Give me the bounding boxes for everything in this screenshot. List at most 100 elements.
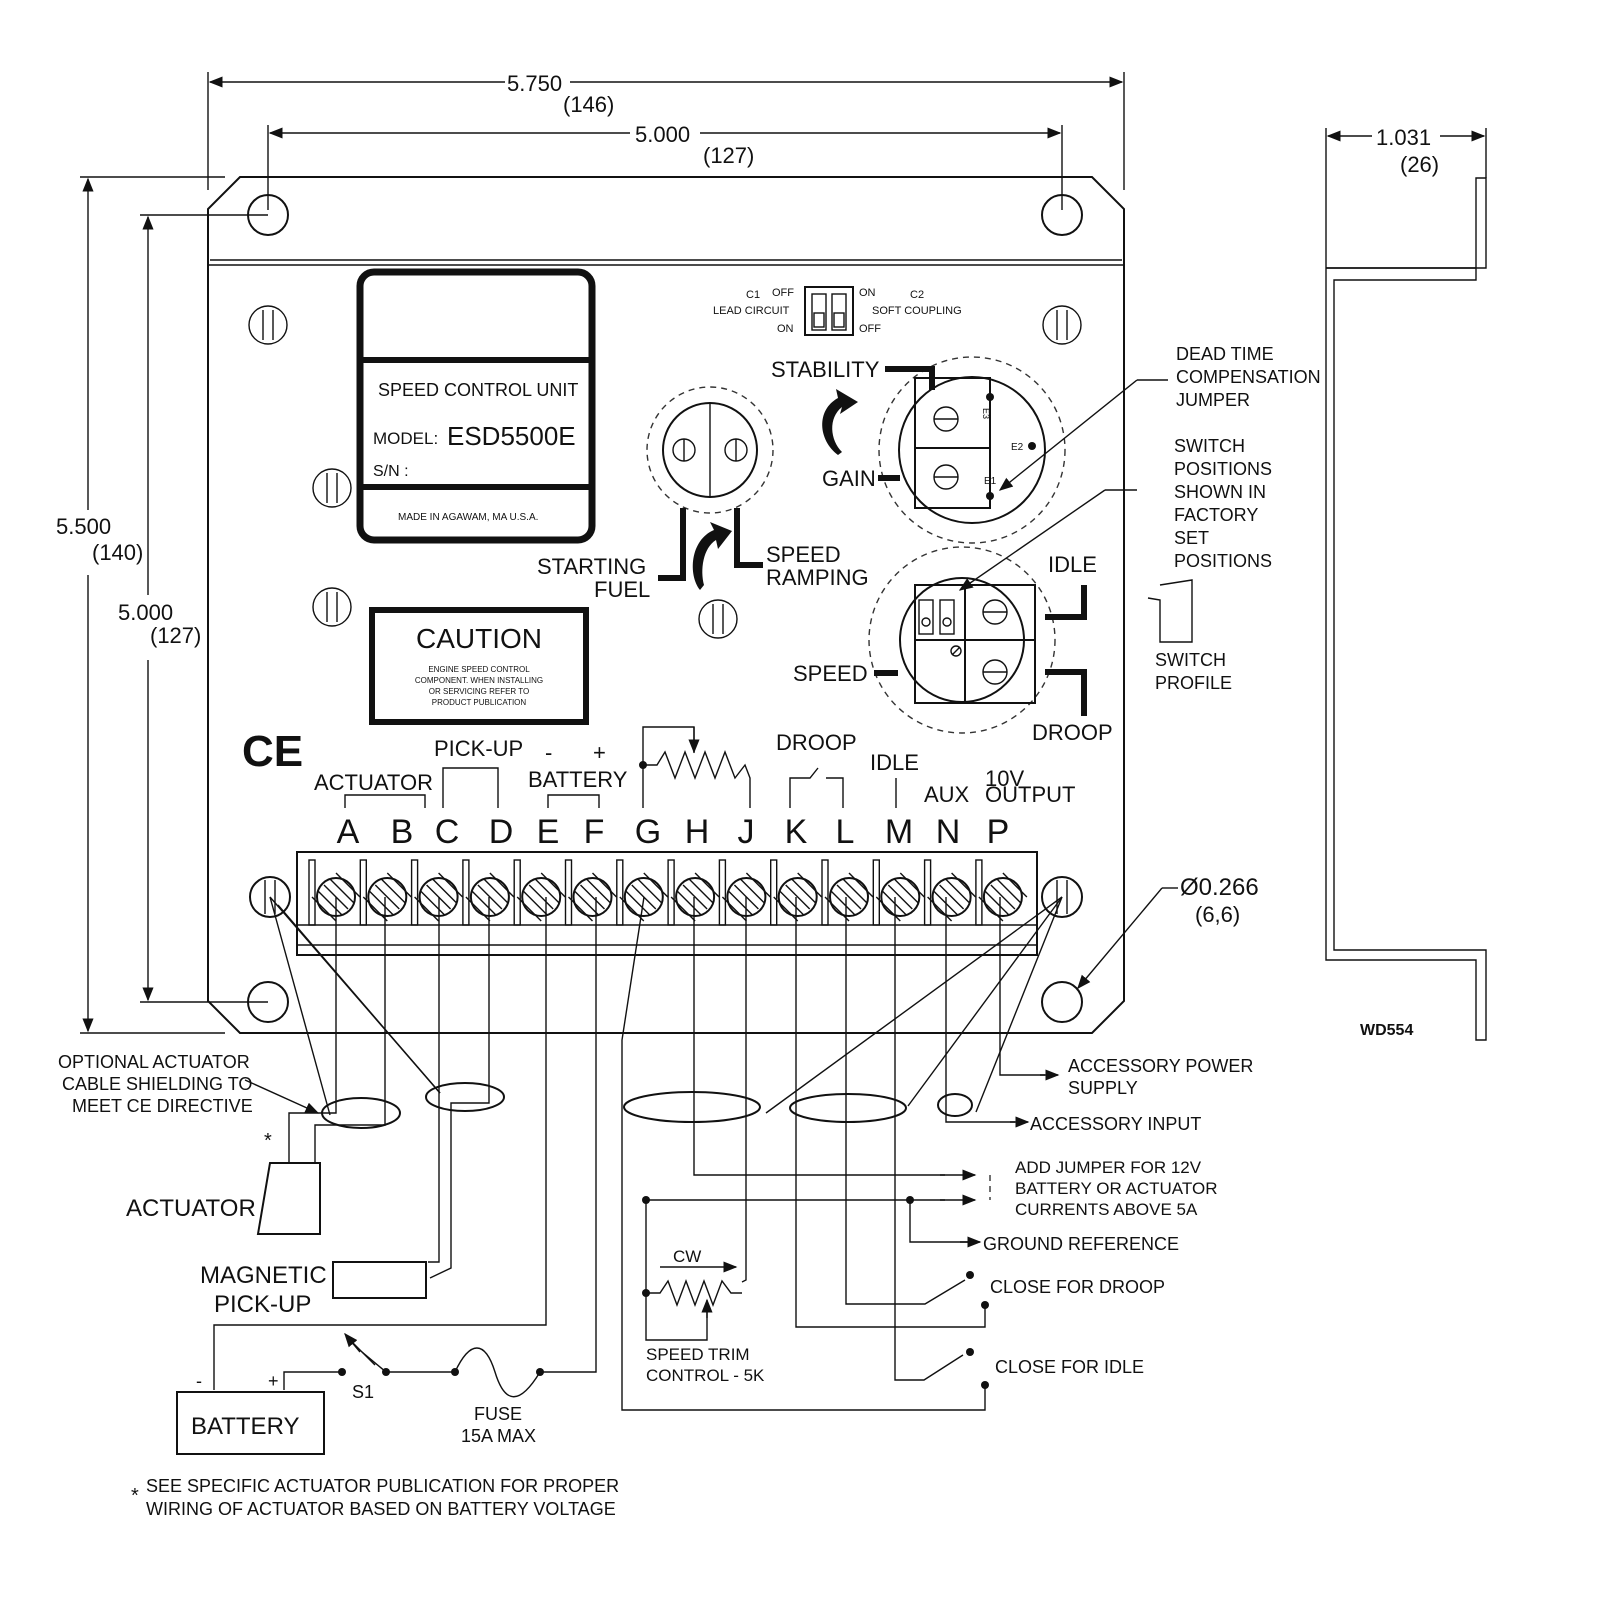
terminal-screw-hatch xyxy=(830,890,856,916)
footnote: WIRING OF ACTUATOR BASED ON BATTERY VOLT… xyxy=(146,1499,616,1519)
switch-profile-icon xyxy=(1147,579,1193,643)
dim-depth: 1.031 xyxy=(1376,125,1431,150)
terminal-screw-hatch xyxy=(899,872,925,898)
close-idle-label: CLOSE FOR IDLE xyxy=(995,1357,1144,1377)
terminal-label: H xyxy=(685,813,710,851)
terminal-label: C xyxy=(435,813,460,851)
actuator-star: * xyxy=(264,1130,272,1152)
hole-dia-mm: (6,6) xyxy=(1195,902,1240,927)
terminal-screw-icon xyxy=(623,877,664,917)
callout-dead-time: COMPENSATION xyxy=(1176,367,1321,387)
terminal-label: A xyxy=(337,813,360,851)
dim-overall-width: 5.750 xyxy=(507,71,562,96)
wiring xyxy=(213,896,1063,1411)
terminal-screw-hatch xyxy=(438,872,464,898)
droop-pot-label: DROOP xyxy=(1032,720,1113,745)
s1-label: S1 xyxy=(352,1382,374,1402)
terminal-screw-hatch xyxy=(522,890,548,916)
terminal-screw-hatch xyxy=(586,878,611,904)
terminal-screw-icon xyxy=(829,877,869,917)
terminal-separator xyxy=(872,859,880,926)
terminal-label: B xyxy=(391,813,414,851)
terminal-screw-hatch xyxy=(990,884,1016,910)
terminal-screw-hatch xyxy=(945,878,971,904)
terminal-screw-hatch xyxy=(1002,872,1028,898)
actuator-icon xyxy=(256,1162,321,1235)
battery-minus: - xyxy=(196,1371,202,1391)
callout-dead-time: DEAD TIME xyxy=(1176,344,1274,364)
rivet-icon xyxy=(248,305,1082,639)
terminal-screw-hatch xyxy=(727,890,753,916)
terminal-screw-hatch xyxy=(978,896,1004,922)
terminal-screw-icon xyxy=(469,877,510,917)
speed-ramping-label: SPEED xyxy=(766,542,841,567)
e2-label: E2 xyxy=(1011,442,1024,453)
terminal-label: L xyxy=(836,813,855,851)
terminal-screw-hatch xyxy=(625,890,651,916)
group-idle: IDLE xyxy=(870,750,919,775)
wiring-dots xyxy=(338,1196,989,1389)
terminal-screw-hatch xyxy=(643,872,669,898)
group-10v: 10V xyxy=(985,766,1024,791)
terminal-screw-hatch xyxy=(893,878,919,904)
dip-c2-name: SOFT COUPLING xyxy=(872,305,962,317)
shield-note: OPTIONAL ACTUATOR xyxy=(58,1052,250,1072)
caution-line: PRODUCT PUBLICATION xyxy=(432,698,527,707)
callout-switch-positions: SET xyxy=(1174,528,1209,548)
terminal-screw-hatch xyxy=(824,896,850,922)
callout-dead-time: JUMPER xyxy=(1176,390,1250,410)
terminal-screw-hatch xyxy=(414,896,440,922)
cw-label: CW xyxy=(673,1247,701,1266)
caution-line: COMPONENT. WHEN INSTALLING xyxy=(415,676,543,685)
group-minus: - xyxy=(545,740,552,765)
terminal-screw-hatch xyxy=(432,878,458,904)
terminal-screw-icon xyxy=(982,877,1023,917)
terminal-screw-hatch xyxy=(528,884,554,910)
terminal-separator xyxy=(462,859,470,926)
shield-note: CABLE SHIELDING TO xyxy=(62,1074,252,1094)
terminal-screw-icon xyxy=(880,877,921,917)
terminal-strip xyxy=(249,851,1083,956)
ground-reference-label: GROUND REFERENCE xyxy=(983,1234,1179,1254)
dip-c2-off: OFF xyxy=(859,323,881,335)
terminal-screw-hatch xyxy=(374,884,400,910)
terminal-separator xyxy=(308,859,316,926)
terminal-screw-hatch xyxy=(362,896,388,922)
e1-label: E1 xyxy=(984,476,997,487)
dim-hole-width: 5.000 xyxy=(635,122,690,147)
cable-shield-ellipses xyxy=(321,1082,973,1129)
terminal-screw-hatch xyxy=(887,884,913,910)
speed-pot-label: SPEED xyxy=(793,661,868,686)
terminal-screw-icon xyxy=(931,877,972,917)
dim-overall-height-mm: (140) xyxy=(92,540,143,565)
fuel-label: FUEL xyxy=(594,577,650,602)
jumper-label: ADD JUMPER FOR 12V xyxy=(1015,1158,1202,1177)
group-output: OUTPUT xyxy=(985,782,1075,807)
terminal-label: E xyxy=(537,813,560,851)
terminal-screw-icon xyxy=(521,877,562,917)
dip-c1-off: OFF xyxy=(772,287,794,299)
caution-line: ENGINE SPEED CONTROL xyxy=(428,665,530,674)
terminal-label: P xyxy=(987,813,1010,851)
terminal-screw-hatch xyxy=(927,896,953,922)
terminal-screw-hatch xyxy=(670,896,696,922)
group-droop: DROOP xyxy=(776,730,857,755)
magnetic-label: PICK-UP xyxy=(214,1291,311,1318)
mounting-hole-icon xyxy=(247,194,1083,1023)
terminal-separator xyxy=(770,859,778,926)
idle-pot-label: IDLE xyxy=(1048,552,1097,577)
starting-label: STARTING xyxy=(537,554,646,579)
label-plate xyxy=(356,268,596,544)
dip-c1-on: ON xyxy=(777,323,794,335)
battery-icon xyxy=(176,1391,325,1455)
callout-switch-positions: POSITIONS xyxy=(1174,459,1272,479)
side-profile xyxy=(1325,177,1487,1041)
dim-overall-height: 5.500 xyxy=(56,514,111,539)
group-plus: + xyxy=(593,740,606,765)
speed-trim-label: SPEED TRIM xyxy=(646,1345,750,1364)
dip-c1-name: LEAD CIRCUIT xyxy=(713,305,790,317)
dim-depth-mm: (26) xyxy=(1400,152,1439,177)
terminal-screw-hatch xyxy=(996,878,1022,904)
terminal-screw-icon xyxy=(777,877,818,917)
